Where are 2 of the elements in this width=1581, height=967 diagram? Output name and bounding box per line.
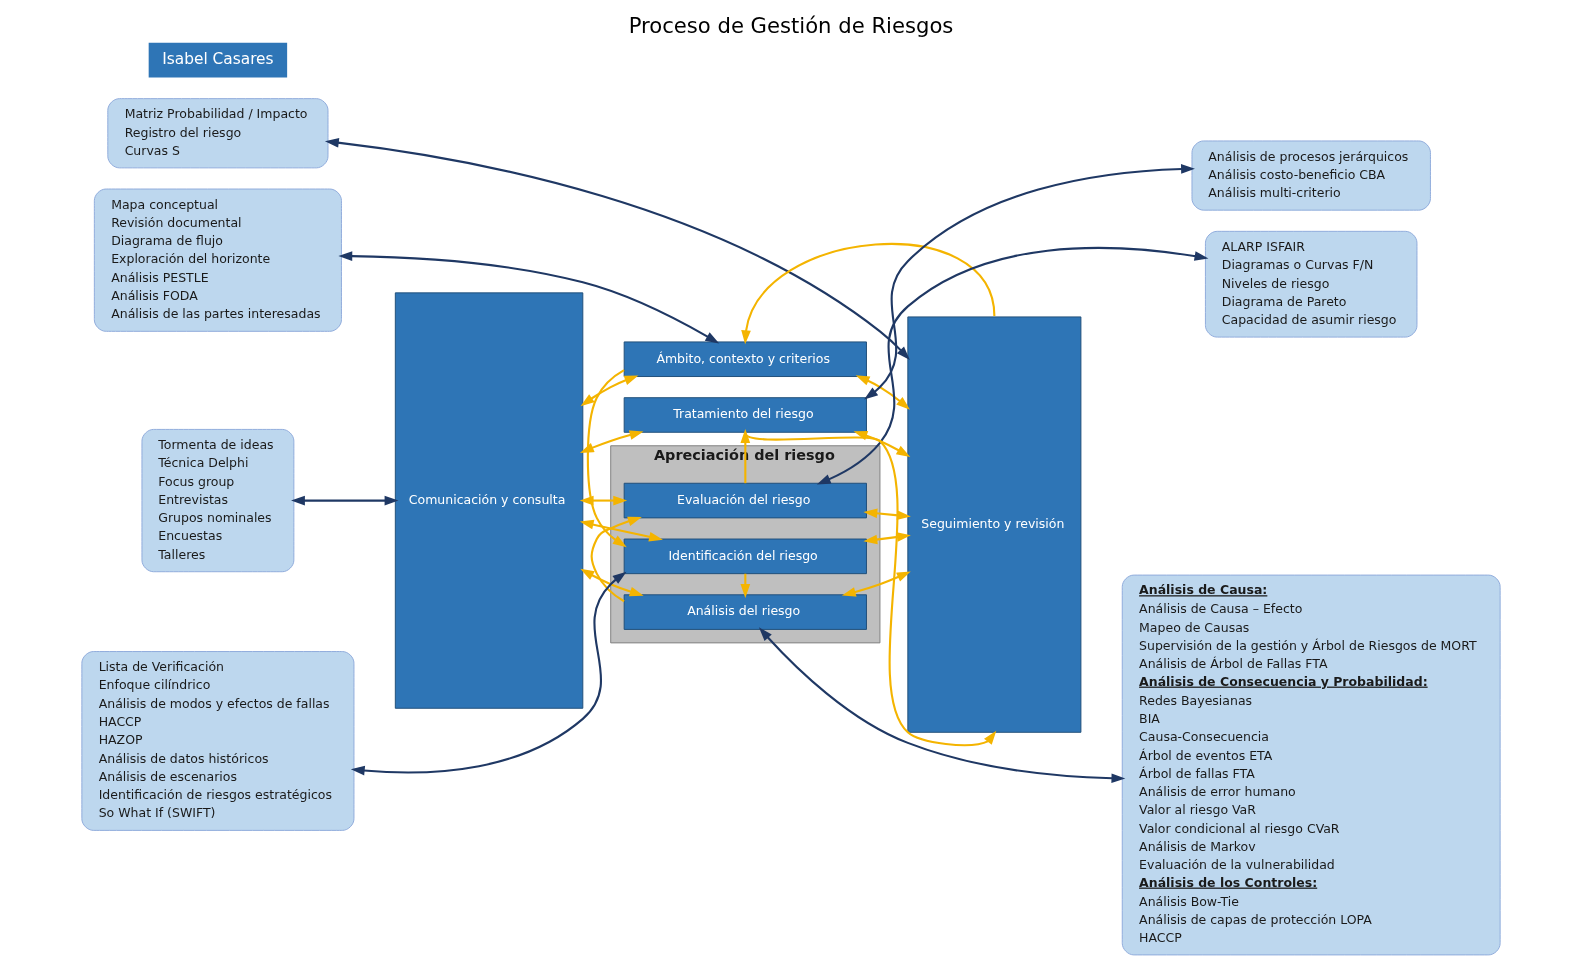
- label: Isabel Casares: [161, 49, 274, 68]
- diagram-title: Proceso de Gestión de Riesgos: [628, 12, 953, 38]
